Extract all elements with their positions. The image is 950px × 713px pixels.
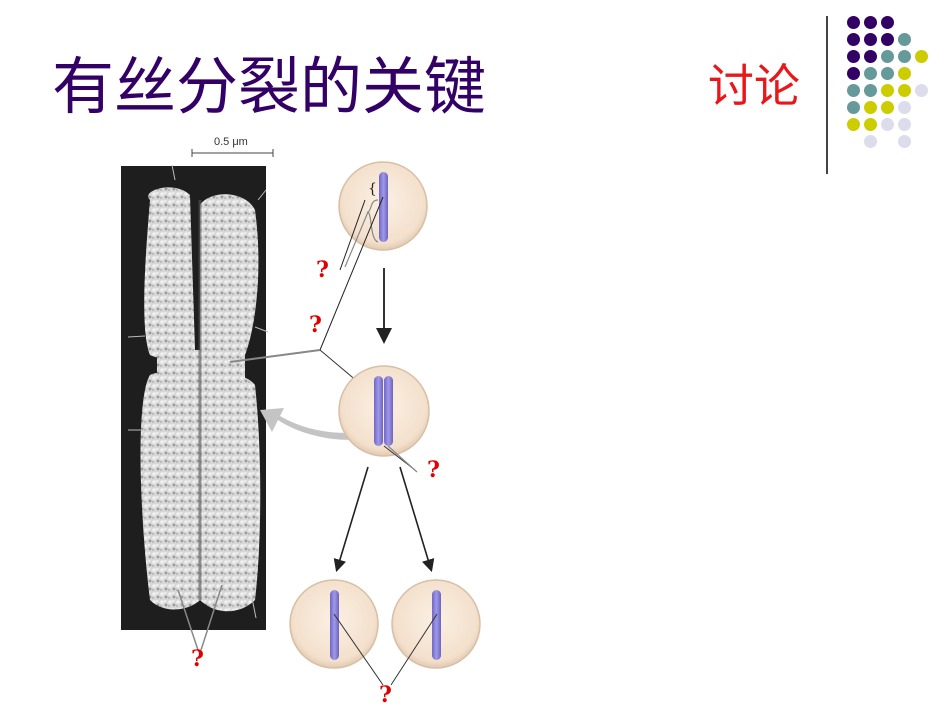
dot-icon	[898, 50, 911, 63]
dot-icon	[864, 101, 877, 114]
dot-icon	[864, 118, 877, 131]
dot-icon	[864, 67, 877, 80]
dot-icon	[847, 67, 860, 80]
dot-icon	[881, 101, 894, 114]
dot-icon	[864, 50, 877, 63]
question-mark-4: ?	[191, 646, 204, 672]
dot-icon	[898, 135, 911, 148]
dot-icon	[864, 135, 877, 148]
question-mark-2: ?	[309, 312, 322, 338]
discuss-label: 讨论	[708, 59, 800, 113]
dot-icon	[898, 118, 911, 131]
dot-icon	[881, 118, 894, 131]
dot-icon	[881, 33, 894, 46]
dot-icon	[881, 84, 894, 97]
dot-icon	[915, 50, 928, 63]
cell-daughter-left	[289, 579, 384, 686]
chromosome-micrograph	[121, 164, 269, 630]
dot-icon	[847, 118, 860, 131]
cell-daughter-right	[390, 579, 481, 686]
dot-icon	[847, 50, 860, 63]
scale-bar	[191, 149, 274, 157]
question-mark-1: ?	[316, 257, 329, 283]
dot-icon	[864, 16, 877, 29]
slide-title: 有丝分裂的关键	[52, 50, 487, 123]
svg-text:{: {	[368, 181, 377, 197]
dot-icon	[881, 16, 894, 29]
dot-icon	[898, 67, 911, 80]
divider-line	[826, 16, 828, 174]
question-mark-3: ?	[427, 457, 440, 483]
scale-bar-label: 0.5 μm	[214, 136, 248, 148]
dot-icon	[847, 101, 860, 114]
cell-metaphase	[338, 365, 430, 473]
dot-icon	[898, 33, 911, 46]
dot-icon	[847, 84, 860, 97]
dot-icon	[864, 84, 877, 97]
dot-icon	[864, 33, 877, 46]
dot-icon	[898, 84, 911, 97]
dot-icon	[881, 50, 894, 63]
dot-icon	[881, 67, 894, 80]
question-mark-5: ?	[379, 682, 392, 708]
dot-icon	[847, 16, 860, 29]
cell-interphase: {	[319, 161, 428, 351]
dot-icon	[847, 33, 860, 46]
dot-icon	[898, 101, 911, 114]
dot-icon	[915, 84, 928, 97]
